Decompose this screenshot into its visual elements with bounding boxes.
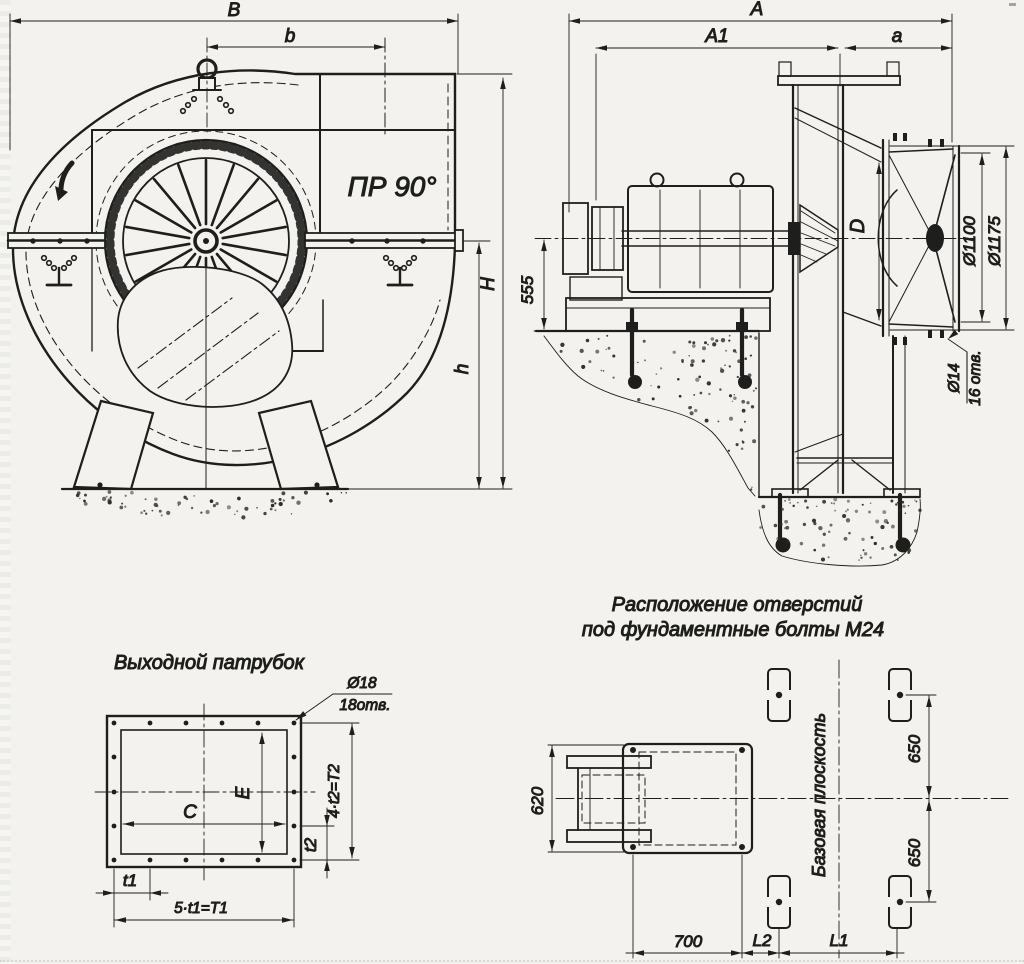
flange-holes	[111, 720, 297, 863]
outlet-dimensions	[95, 693, 393, 928]
base-plane-label: Базовая плоскость	[809, 713, 829, 877]
dim-label-C: C	[183, 802, 197, 823]
inlet-cone-patch	[116, 265, 294, 408]
side-view: A A1 a 555 D Ø1100 Ø1175 Ø14 16 отв.	[518, 0, 1015, 567]
fan-volute-flange-dashed	[25, 82, 441, 452]
inlet-holes-count-label: 16 отв.	[967, 350, 984, 405]
fan-volute	[11, 69, 457, 467]
motor-rails	[566, 755, 652, 843]
foundation-concrete	[534, 329, 921, 567]
scan-bottom-edge	[0, 960, 1024, 962]
dim-label-a: a	[892, 26, 903, 47]
sling-symbol-right	[386, 266, 414, 287]
frame-bolts	[630, 747, 745, 850]
foundation-plan-view: Расположение отверстий под фундаментные …	[528, 594, 1009, 959]
casing-top-frame	[777, 61, 901, 86]
dim-label-inlet-collar: Ø1100	[960, 216, 979, 267]
side-dimensions	[533, 13, 1015, 404]
plan-title-line1: Расположение отверстий	[612, 594, 863, 616]
outlet-holes-count-label: 18отв.	[339, 697, 390, 714]
lifting-eyebolt-icon	[192, 37, 222, 133]
concrete-stipple	[75, 334, 922, 562]
shaft-hub	[534, 203, 976, 274]
dim-label-E: E	[233, 786, 254, 799]
front-dimensions	[9, 13, 513, 490]
dim-label-620: 620	[528, 786, 547, 815]
dim-label-t2: t2	[301, 837, 320, 852]
dim-label-T1: 5·t1=T1	[174, 900, 228, 917]
plan-title-line2: под фундаментные болты М24	[582, 619, 884, 641]
dim-label-b: b	[285, 26, 296, 47]
support-legs	[72, 399, 340, 491]
split-flange-bars	[6, 229, 464, 252]
dim-label-H: H	[478, 277, 499, 291]
dim-label-T2: 4·t2=T2	[326, 764, 343, 818]
dim-label-B: B	[228, 0, 241, 21]
chain-links	[40, 95, 418, 272]
rotation-position-label: ПР 90°	[347, 171, 436, 202]
motor-base-frame	[565, 297, 771, 332]
inlet-collar	[881, 133, 961, 345]
fan-support-column	[771, 335, 921, 498]
front-view: B b H h ПР 90°	[6, 0, 513, 491]
scan-corner-speck	[1009, 3, 1016, 6]
dim-label-650-top: 650	[905, 734, 924, 763]
dimension-arrowheads	[10, 18, 1009, 956]
dim-label-L2: L2	[753, 931, 772, 950]
dim-label-555: 555	[518, 275, 537, 304]
outlet-holes-dia-label: Ø18	[346, 675, 377, 692]
outlet-view-title: Выходной патрубок	[114, 652, 306, 674]
rotation-arrow-icon	[55, 160, 75, 201]
plan-dimensions	[547, 694, 937, 959]
dim-label-650-bottom: 650	[905, 838, 924, 867]
dim-label-A: A	[750, 0, 764, 20]
inlet-holes-dia-label: Ø14	[946, 363, 963, 394]
anchor-bolts	[628, 307, 911, 553]
dim-label-L1: L1	[830, 931, 849, 950]
dim-label-t1: t1	[123, 871, 137, 890]
motor	[627, 172, 774, 293]
dim-label-D: D	[847, 219, 869, 233]
dim-label-700: 700	[674, 932, 703, 951]
outlet-flange-view: Выходной патрубок Ø18 18отв. E C t1 t2 5…	[94, 652, 393, 928]
dim-label-A1: A1	[704, 26, 728, 47]
dim-label-inlet-flange: Ø1175	[985, 216, 1004, 267]
casing-side-walls	[791, 83, 898, 495]
scan-edge-band	[0, 0, 11, 964]
sling-symbol-left	[45, 266, 73, 287]
bearing-unit	[562, 202, 624, 301]
dim-label-h: h	[452, 364, 473, 375]
